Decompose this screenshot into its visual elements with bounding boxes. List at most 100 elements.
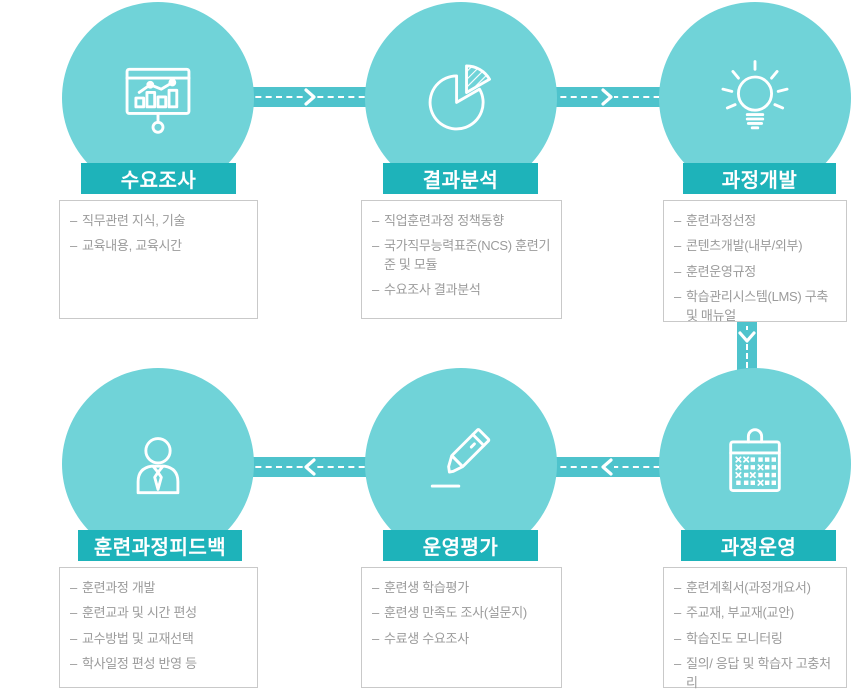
list-item: – 교육내용, 교육시간 — [70, 237, 252, 255]
person-icon — [136, 437, 180, 495]
list-item: – 학습진도 모니터링 — [674, 630, 841, 648]
list-item-text: 훈련교과 및 시간 편성 — [81, 605, 197, 621]
list-item: – 주교재, 부교재(교안) — [674, 604, 841, 622]
list-item-text: 주교재, 부교재(교안) — [685, 605, 794, 621]
bullet-dash: – — [372, 213, 379, 228]
list-item-text: 교육내용, 교육시간 — [81, 238, 182, 254]
step-circle-development — [659, 2, 851, 194]
list-item-text: 훈련과정 개발 — [81, 580, 156, 595]
step-circle-survey — [62, 2, 254, 194]
step-items-box-evaluation: – 훈련생 학습평가 – 훈련생 만족도 조사(설문지) – 수료생 수요조사 — [361, 567, 562, 688]
bullet-dash: – — [70, 238, 77, 254]
list-item-text: 훈련계획서(과정개요서) — [685, 580, 811, 595]
step-title: 과정개발 — [721, 170, 798, 192]
list-item-text: 교수방법 및 교재선택 — [81, 630, 194, 646]
calendar-icon — [729, 428, 781, 492]
list-item-text: 학습관리시스템(LMS) 구축 및 매뉴얼 — [685, 289, 829, 323]
list-item-text: 질의/ 응답 및 학습자 고충처리 — [685, 656, 831, 690]
list-item: – 국가직무능력표준(NCS) 훈련기준 및 모듈 — [372, 237, 556, 274]
pie-chart-icon — [428, 64, 491, 131]
bullet-dash: – — [674, 605, 681, 621]
chevron-right-icon — [303, 88, 317, 106]
list-item: – 질의/ 응답 및 학습자 고충처리 — [674, 655, 841, 691]
bullet-dash: – — [70, 605, 77, 621]
step-circle-analysis — [365, 2, 557, 194]
step-title: 훈련과정피드백 — [93, 537, 227, 559]
list-item: – 직업훈련과정 정책동향 — [372, 212, 556, 230]
bullet-dash: – — [70, 580, 77, 595]
list-item-text: 훈련생 학습평가 — [383, 580, 469, 595]
list-item-text: 학사일정 편성 반영 등 — [81, 656, 197, 672]
step-title: 과정운영 — [720, 537, 797, 559]
list-item: – 학습관리시스템(LMS) 구축 및 매뉴얼 — [674, 288, 841, 325]
list-item: – 훈련생 만족도 조사(설문지) — [372, 604, 556, 622]
bullet-dash: – — [674, 630, 681, 646]
list-item: – 수요조사 결과분석 — [372, 281, 556, 299]
list-item: – 훈련운영규정 — [674, 263, 841, 281]
list-item-text: 콘텐츠개발(내부/외부) — [685, 238, 803, 254]
step-title: 결과분석 — [422, 170, 499, 192]
step-title-bar-feedback: 훈련과정피드백 — [78, 530, 242, 561]
list-item-text: 훈련운영규정 — [685, 263, 756, 279]
bullet-dash: – — [70, 656, 77, 672]
list-item: – 학사일정 편성 반영 등 — [70, 655, 252, 673]
bullet-dash: – — [372, 580, 379, 595]
flow-arrow-operation-to-evaluation — [545, 457, 675, 477]
list-item-text: 훈련과정선정 — [685, 213, 756, 228]
step-title-bar-survey: 수요조사 — [81, 163, 236, 194]
chevron-right-icon — [600, 88, 614, 106]
list-item-text: 국가직무능력표준(NCS) 훈련기준 및 모듈 — [383, 238, 551, 272]
bullet-dash: – — [70, 213, 77, 228]
list-item: – 교수방법 및 교재선택 — [70, 630, 252, 648]
step-items-box-development: – 훈련과정선정 – 콘텐츠개발(내부/외부) – 훈련운영규정 – 학습관리시… — [663, 200, 847, 325]
list-item-text: 학습진도 모니터링 — [685, 630, 783, 646]
list-item-text: 수요조사 결과분석 — [383, 282, 481, 298]
bullet-dash: – — [674, 289, 681, 305]
flow-arrow-development-to-operation — [737, 322, 757, 370]
list-item: – 훈련과정 개발 — [70, 579, 252, 597]
list-item: – 훈련계획서(과정개요서) — [674, 579, 841, 597]
list-item: – 훈련교과 및 시간 편성 — [70, 604, 252, 622]
dashed-line — [746, 326, 748, 368]
bullet-dash: – — [372, 605, 379, 621]
bullet-dash: – — [372, 630, 379, 646]
list-item-text: 수료생 수요조사 — [383, 630, 469, 646]
list-item: – 훈련과정선정 — [674, 212, 841, 230]
step-circle-feedback — [62, 368, 254, 560]
bullet-dash: – — [372, 238, 379, 254]
marker-pen-icon — [430, 428, 491, 488]
flow-arrow-survey-to-analysis — [240, 87, 380, 107]
step-title-bar-evaluation: 운영평가 — [383, 530, 538, 561]
list-item: – 직무관련 지식, 기술 — [70, 212, 252, 230]
step-title: 운영평가 — [422, 537, 499, 559]
bullet-dash: – — [674, 580, 681, 595]
bullet-dash: – — [70, 630, 77, 646]
bullet-dash: – — [372, 282, 379, 298]
step-circle-evaluation — [365, 368, 557, 560]
step-items-box-operation: – 훈련계획서(과정개요서) – 주교재, 부교재(교안) – 학습진도 모니터… — [663, 567, 847, 691]
step-items-box-feedback: – 훈련과정 개발 – 훈련교과 및 시간 편성 – 교수방법 및 교재선택 –… — [59, 567, 258, 688]
list-item: – 콘텐츠개발(내부/외부) — [674, 237, 841, 255]
bullet-dash: – — [674, 213, 681, 228]
step-circle-operation — [659, 368, 851, 560]
chevron-left-icon — [303, 458, 317, 476]
step-title-bar-operation: 과정운영 — [681, 530, 836, 561]
bar-chart-presentation-icon — [125, 67, 191, 134]
step-items-box-analysis: – 직업훈련과정 정책동향 – 국가직무능력표준(NCS) 훈련기준 및 모듈 … — [361, 200, 562, 319]
chevron-down-icon — [738, 330, 756, 344]
chevron-left-icon — [600, 458, 614, 476]
list-item: – 훈련생 학습평가 — [372, 579, 556, 597]
step-title: 수요조사 — [120, 170, 197, 192]
lightbulb-icon — [721, 60, 789, 130]
bullet-dash: – — [674, 263, 681, 279]
list-item-text: 훈련생 만족도 조사(설문지) — [383, 605, 527, 621]
list-item-text: 직업훈련과정 정책동향 — [383, 213, 504, 228]
list-item-text: 직무관련 지식, 기술 — [81, 213, 186, 228]
step-title-bar-development: 과정개발 — [683, 163, 836, 194]
bullet-dash: – — [674, 656, 681, 672]
flow-arrow-evaluation-to-feedback — [240, 457, 380, 477]
step-items-box-survey: – 직무관련 지식, 기술 – 교육내용, 교육시간 — [59, 200, 258, 319]
step-title-bar-analysis: 결과분석 — [383, 163, 538, 194]
flow-arrow-analysis-to-development — [545, 87, 675, 107]
